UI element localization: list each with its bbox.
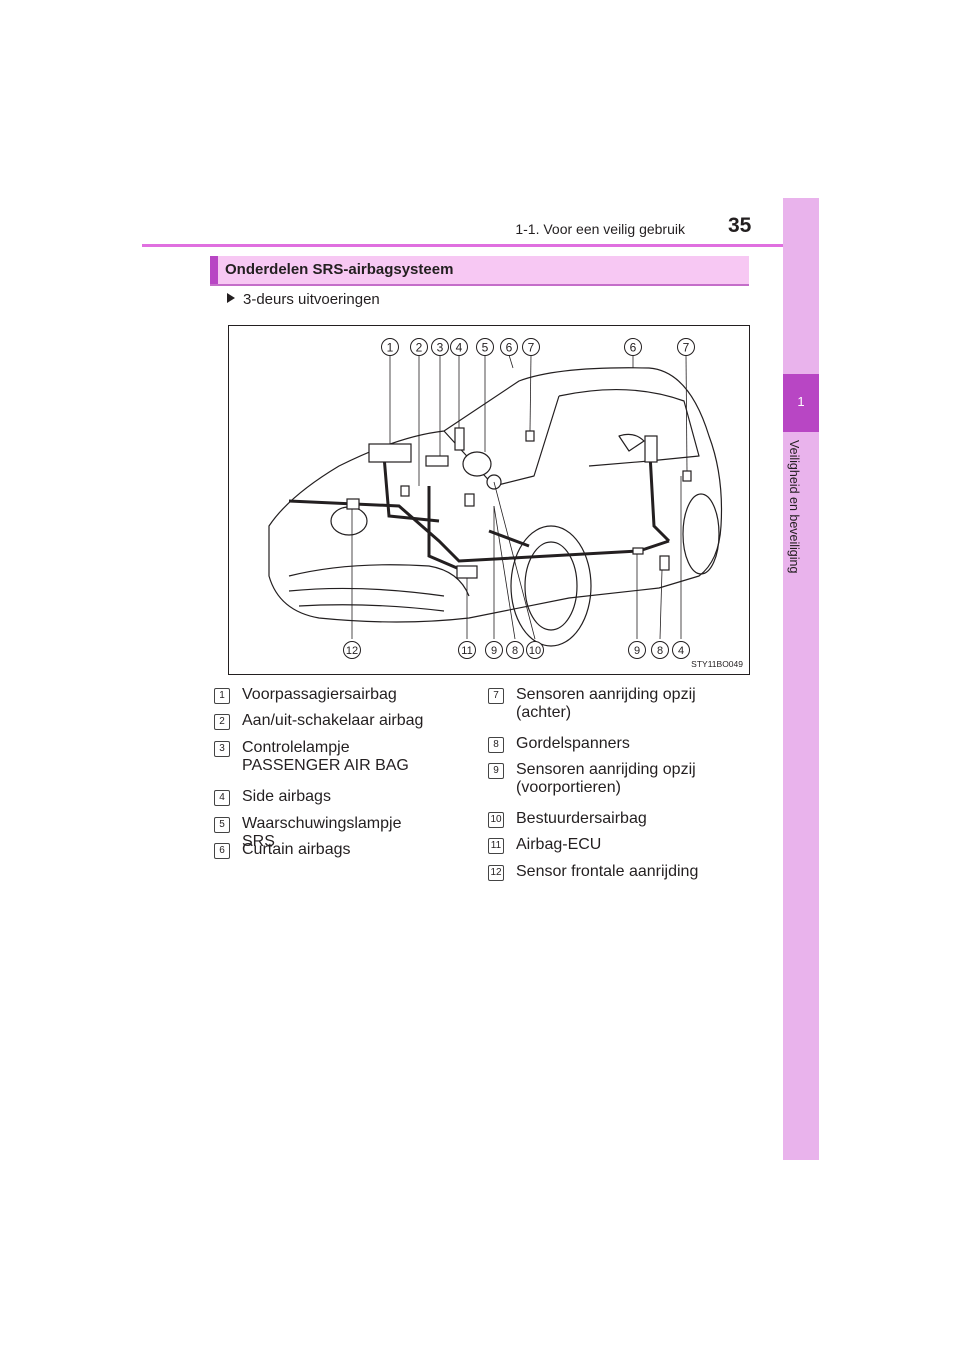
svg-text:6: 6 — [630, 341, 637, 355]
svg-text:3: 3 — [437, 341, 444, 355]
legend-text: Gordelspanners — [516, 735, 630, 752]
legend-text: Side airbags — [242, 788, 331, 805]
side-tab-number: 1 — [797, 394, 805, 409]
svg-text:1: 1 — [387, 341, 394, 355]
svg-text:5: 5 — [482, 341, 489, 355]
page-number: 35 — [728, 214, 752, 237]
legend-text: Controlelampje PASSENGER AIR BAG — [242, 739, 409, 774]
airbag-diagram: 1 2 3 4 5 6 7 6 7 12 11 9 8 10 9 8 4 STY… — [228, 325, 750, 675]
legend-number: 3 — [214, 741, 230, 757]
legend-number: 9 — [488, 763, 504, 779]
legend-number: 5 — [214, 817, 230, 833]
svg-text:9: 9 — [634, 645, 640, 657]
callout-4-top: 4 — [450, 338, 468, 356]
legend-number: 1 — [214, 688, 230, 704]
callout-7-top: 7 — [522, 338, 540, 356]
svg-text:11: 11 — [461, 645, 472, 657]
callout-7b-top: 7 — [677, 338, 695, 356]
section-accent — [210, 256, 218, 284]
car-illustration: 1 2 3 4 5 6 7 6 7 12 11 9 8 10 9 8 4 — [268, 338, 723, 659]
legend-text: Aan/uit-schakelaar airbag — [242, 712, 424, 729]
legend-number: 11 — [488, 838, 504, 854]
legend-text: Bestuurdersairbag — [516, 810, 647, 827]
callout-1-top: 1 — [381, 338, 399, 356]
legend-text: Voorpassagiersairbag — [242, 686, 397, 703]
callout-11-bottom: 11 — [458, 641, 476, 659]
callout-4b-bottom: 4 — [672, 641, 690, 659]
callout-10-bottom: 10 — [526, 641, 544, 659]
variant-text: 3-deurs uitvoeringen — [243, 291, 380, 308]
legend-text: Sensoren aanrijding opzij (voorportieren… — [516, 761, 696, 796]
legend-text: Waarschuwingslampje SRS — [242, 815, 402, 850]
legend-text: Sensor frontale aanrijding — [516, 863, 699, 880]
side-tab-active-marker[interactable] — [783, 374, 819, 432]
svg-text:8: 8 — [512, 645, 518, 657]
svg-text:8: 8 — [657, 645, 663, 657]
triangle-bullet-icon — [227, 293, 235, 303]
callout-6b-top: 6 — [624, 338, 642, 356]
svg-text:2: 2 — [416, 341, 423, 355]
legend-number: 7 — [488, 688, 504, 704]
legend-number: 4 — [214, 790, 230, 806]
chapter-title: 1-1. Voor een veilig gebruik — [515, 221, 685, 237]
legend-number: 2 — [214, 714, 230, 730]
legend-number: 8 — [488, 737, 504, 753]
side-tab-label: Veiligheid en beveiliging — [787, 440, 801, 574]
section-title: Onderdelen SRS-airbagsysteem — [225, 261, 454, 278]
svg-text:4: 4 — [456, 341, 463, 355]
legend-number: 10 — [488, 812, 504, 828]
legend-number: 6 — [214, 843, 230, 859]
side-tab — [783, 198, 819, 1160]
svg-text:12: 12 — [346, 645, 358, 657]
callout-3-top: 3 — [431, 338, 449, 356]
svg-text:9: 9 — [491, 645, 497, 657]
passenger-airbag-part — [368, 443, 412, 463]
callout-5-top: 5 — [476, 338, 494, 356]
callout-6-top: 6 — [500, 338, 518, 356]
callout-12-bottom: 12 — [343, 641, 361, 659]
callout-8b-bottom: 8 — [651, 641, 669, 659]
callout-2-top: 2 — [410, 338, 428, 356]
figure-code: STY11BO049 — [691, 659, 743, 669]
callout-9b-bottom: 9 — [628, 641, 646, 659]
svg-text:7: 7 — [528, 341, 535, 355]
callout-9-bottom: 9 — [485, 641, 503, 659]
svg-text:6: 6 — [506, 341, 513, 355]
callout-8-bottom: 8 — [506, 641, 524, 659]
legend-text: Curtain airbags — [242, 841, 351, 858]
section-heading: Onderdelen SRS-airbagsysteem — [210, 256, 749, 286]
legend-number: 12 — [488, 865, 504, 881]
legend-text: Airbag-ECU — [516, 836, 602, 853]
header-rule — [142, 244, 819, 247]
svg-text:4: 4 — [678, 645, 684, 657]
svg-text:10: 10 — [529, 645, 541, 657]
variant-label: 3-deurs uitvoeringen — [227, 291, 380, 308]
svg-text:7: 7 — [683, 341, 690, 355]
legend-text: Sensoren aanrijding opzij (achter) — [516, 686, 696, 721]
